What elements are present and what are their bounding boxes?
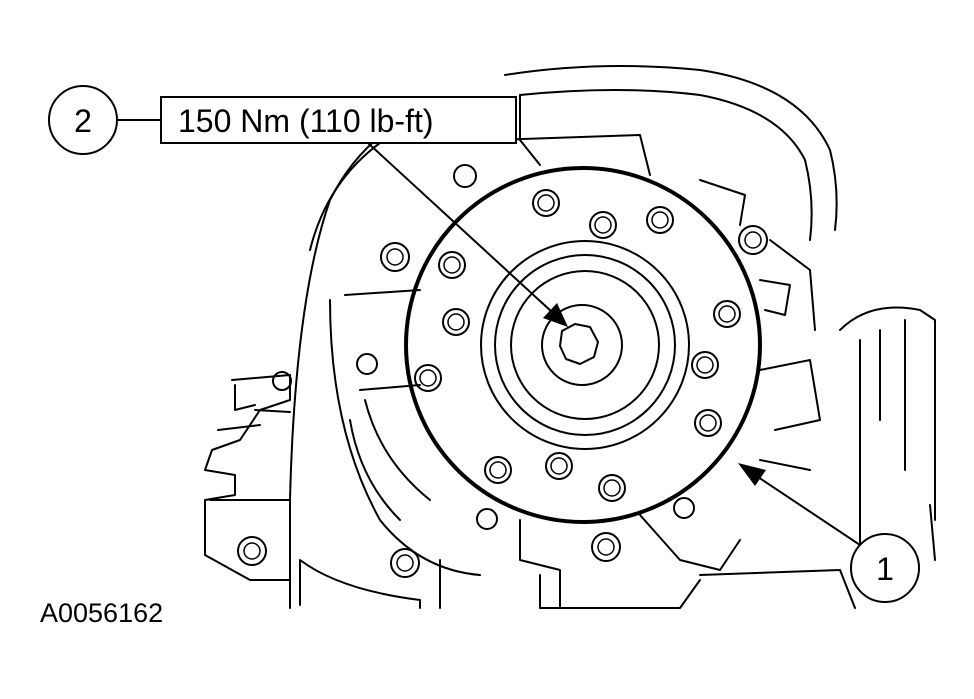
torque-spec-label: 150 Nm (110 lb-ft)	[178, 103, 434, 139]
callout-1: 1	[738, 463, 920, 603]
engine-block-outline	[289, 65, 936, 609]
pulley-bolt	[713, 300, 741, 328]
callout-1-arrowhead	[738, 463, 766, 486]
cover-bolt	[390, 548, 420, 578]
callout-1-pointer-line	[751, 472, 861, 546]
pulley-bolt	[694, 409, 722, 437]
cover-bolt	[237, 536, 267, 566]
pulley-bolt	[691, 351, 719, 379]
pulley-bolt	[442, 308, 470, 336]
pulley-bolt	[484, 456, 512, 484]
callout-2-number: 2	[74, 103, 92, 139]
pulley-bolt	[589, 211, 617, 239]
cover-bolt	[738, 225, 768, 255]
pulley-hub-ring	[480, 240, 690, 450]
cover-bolt	[591, 532, 621, 562]
pulley-bolt	[545, 452, 573, 480]
callout-2-pointer-line	[367, 142, 553, 313]
left-bracket	[204, 374, 291, 581]
pulley-outer-ring	[404, 166, 762, 524]
pulley-bolts	[414, 189, 741, 502]
callout-2-arrowhead	[543, 303, 568, 327]
cover-hole	[476, 508, 498, 530]
pulley-bolt	[414, 364, 442, 392]
torque-spec-box	[160, 96, 517, 144]
pulley-bolt	[646, 206, 674, 234]
cover-bolts	[237, 164, 768, 578]
callout-1-number: 1	[876, 551, 894, 587]
crankshaft-bolt	[559, 323, 599, 365]
figure-id: A0056162	[40, 598, 163, 628]
callout-1-circle	[850, 533, 920, 603]
pulley-bolt	[598, 474, 626, 502]
cover-bolt	[380, 242, 410, 272]
cover-hole	[272, 371, 292, 391]
crankshaft-pulley	[404, 166, 762, 524]
callout-2: 2 150 Nm (110 lb-ft)	[48, 85, 568, 327]
cover-hole	[453, 164, 477, 188]
cover-hole	[673, 497, 695, 519]
cover-hole	[356, 353, 378, 375]
pulley-bolt	[438, 251, 466, 279]
pulley-bolt	[532, 189, 560, 217]
